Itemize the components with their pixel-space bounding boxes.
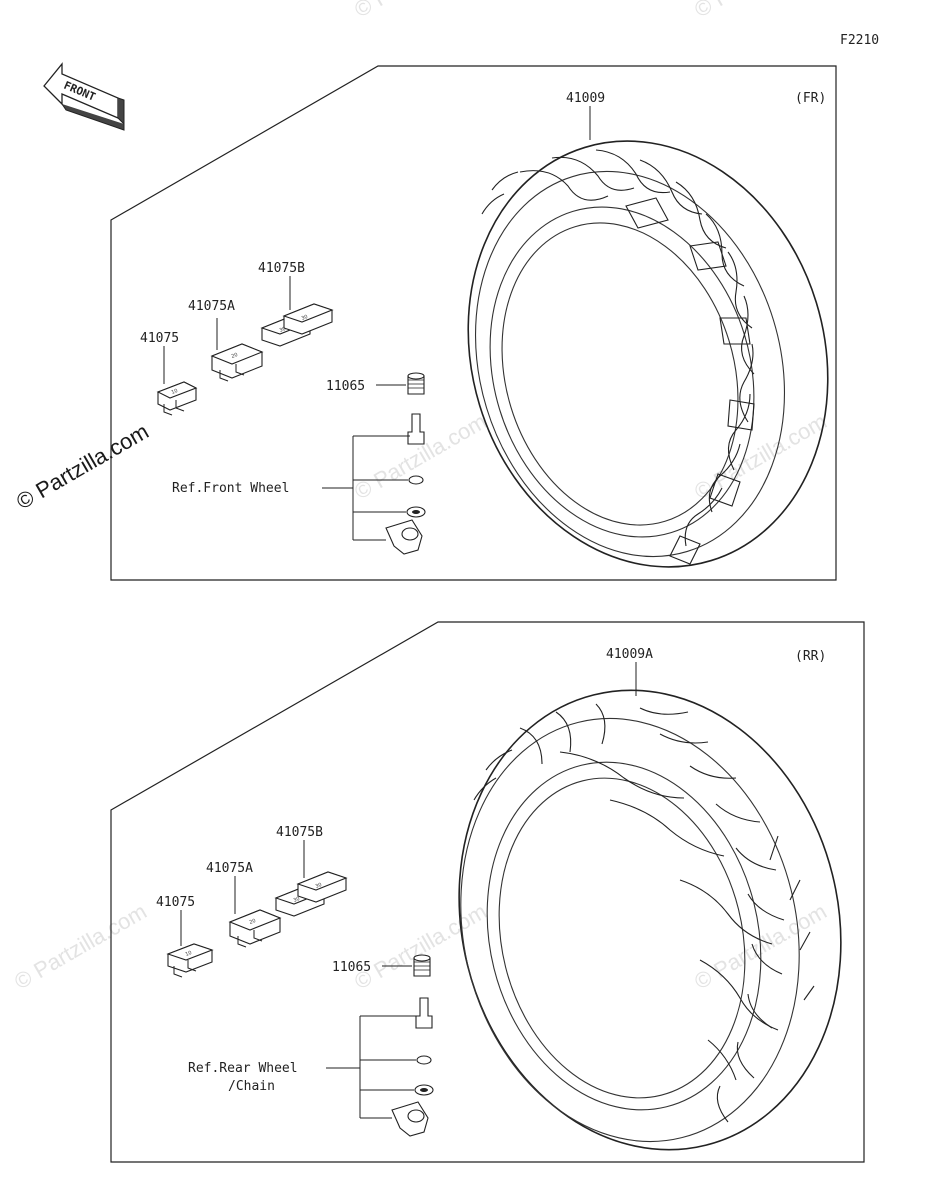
rear-weight-label-b: 41075A — [206, 861, 253, 876]
front-ref-label: Ref.Front Wheel — [172, 481, 289, 496]
front-arrow-icon: FRONT — [43, 62, 125, 131]
rear-weight-label-c: 41075B — [276, 825, 323, 840]
watermark-text: © Partzilla.com — [350, 899, 491, 995]
front-tire-part-label: 41009 — [566, 91, 605, 106]
svg-text:30: 30 — [279, 326, 287, 334]
svg-text:20: 20 — [249, 918, 257, 926]
svg-text:10: 10 — [171, 388, 179, 396]
rear-panel: (RR) — [110, 621, 888, 1190]
rear-weight-41075[interactable]: 10 — [166, 943, 214, 978]
rear-position-label: (RR) — [795, 649, 826, 664]
watermark-text: © Partzilla.com — [690, 0, 831, 22]
svg-text:20: 20 — [231, 352, 239, 360]
watermark-layer: © Partzilla.com © Partzilla.com © Partzi… — [10, 0, 831, 994]
watermark-text: © Partzilla.com — [350, 0, 491, 22]
svg-text:30: 30 — [301, 314, 309, 322]
svg-text:10: 10 — [185, 950, 193, 958]
rear-tire-part-label: 41009A — [606, 647, 653, 662]
partzilla-watermark: © Partzilla.com — [12, 419, 153, 515]
rear-ref-label-line2: /Chain — [228, 1079, 275, 1094]
rear-tire[interactable] — [411, 649, 888, 1190]
rear-panel-frame — [110, 621, 865, 1163]
front-panel: (FR) — [110, 65, 880, 612]
rear-tread-pattern — [473, 703, 815, 1123]
rear-valve-part-label: 11065 — [332, 960, 371, 975]
front-valve-stem — [385, 413, 426, 555]
rear-weight-41075B[interactable]: 30 30 — [274, 871, 348, 917]
front-tread-pattern — [481, 149, 755, 565]
front-tire[interactable] — [417, 96, 880, 612]
front-valve-cap[interactable] — [407, 372, 425, 395]
front-weight-label-b: 41075A — [188, 299, 235, 314]
svg-text:30: 30 — [293, 896, 301, 904]
rear-weight-41075A[interactable]: 20 — [228, 909, 282, 948]
front-weight-label-a: 41075 — [140, 331, 179, 346]
front-valve-part-label: 11065 — [326, 379, 365, 394]
front-position-label: (FR) — [795, 91, 826, 106]
svg-text:30: 30 — [315, 882, 323, 890]
front-panel-frame — [110, 65, 837, 581]
diagram-code: F2210 — [840, 33, 879, 48]
rear-ref-bracket — [326, 1015, 418, 1119]
rear-weight-label-a: 41075 — [156, 895, 195, 910]
watermark-text: © Partzilla.com — [10, 899, 151, 995]
front-weight-41075A[interactable]: 20 — [210, 343, 264, 382]
rear-ref-label-line1: Ref.Rear Wheel — [188, 1061, 298, 1076]
front-weight-label-c: 41075B — [258, 261, 305, 276]
front-weight-41075B[interactable]: 30 30 — [260, 303, 334, 347]
front-ref-bracket — [322, 435, 410, 541]
rear-valve-stem — [391, 997, 434, 1137]
front-weight-41075[interactable]: 10 — [156, 381, 198, 416]
rear-valve-cap[interactable] — [413, 954, 431, 977]
